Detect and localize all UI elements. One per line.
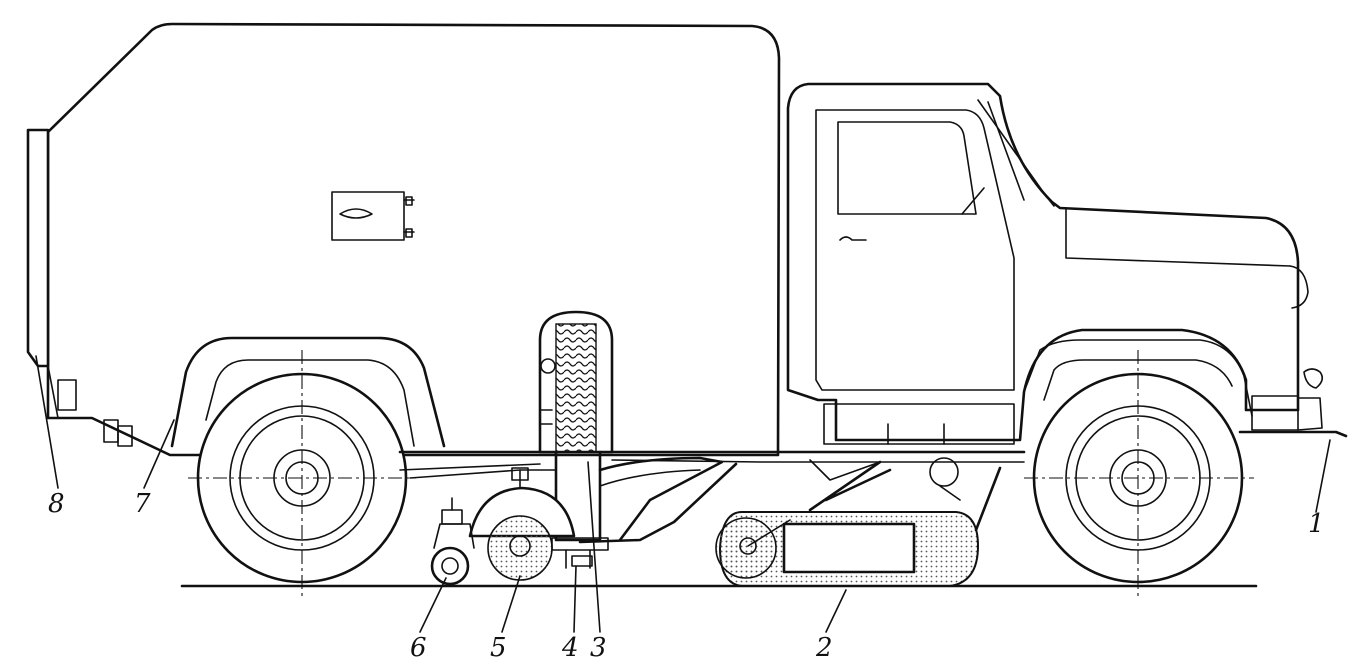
rear-fender	[170, 336, 446, 448]
side-broom	[409, 467, 576, 581]
water-tank	[823, 403, 1015, 445]
leader-lines	[35, 355, 1331, 633]
rear-door	[26, 128, 133, 447]
support-roller	[430, 497, 475, 586]
callout-6: 6	[410, 633, 427, 663]
callout-3: 3	[590, 633, 607, 663]
chassis	[398, 403, 1026, 544]
main-brush	[715, 511, 980, 587]
garbage-body	[46, 22, 781, 457]
cab	[786, 82, 1348, 442]
rear-wheel	[188, 350, 416, 600]
callout-4: 4	[561, 633, 579, 663]
body-hatch	[331, 191, 405, 241]
front-wheel	[1024, 350, 1254, 600]
vacuum-conveyor	[538, 310, 614, 569]
callout-8: 8	[48, 489, 65, 519]
callout-1: 1	[1308, 509, 1325, 539]
callout-7: 7	[134, 489, 151, 519]
callout-2: 2	[815, 633, 833, 663]
callout-5: 5	[490, 633, 507, 663]
